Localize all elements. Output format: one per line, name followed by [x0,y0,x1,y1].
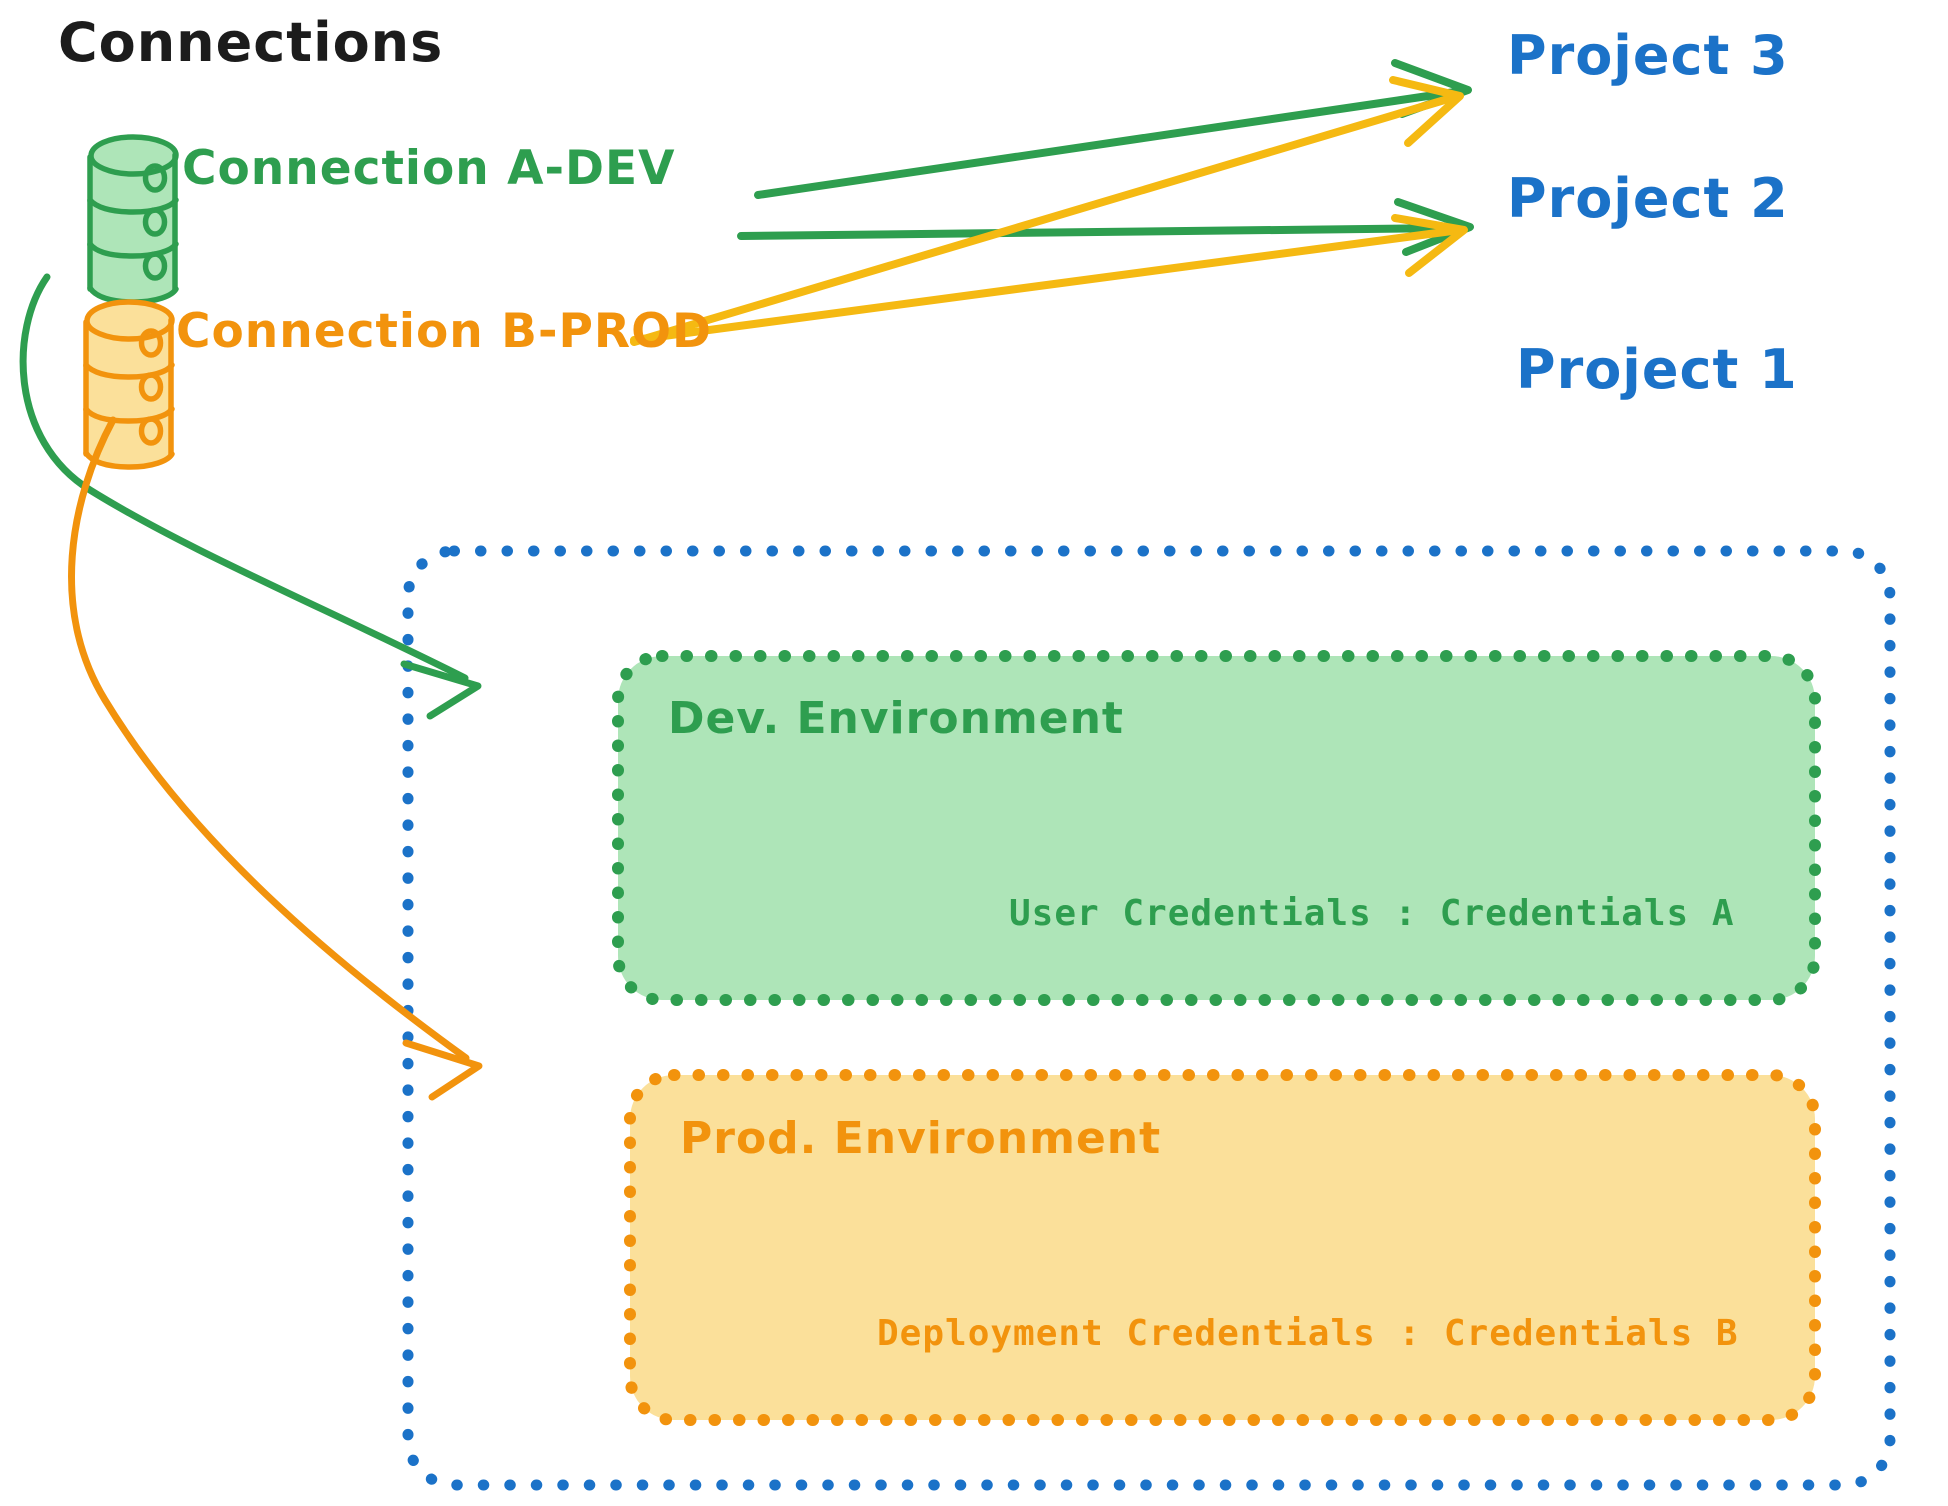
edge-conn-a-to-project-2 [737,198,1474,256]
dev-environment-title: Dev. Environment [668,693,1124,744]
edge-conn-b-to-project-2 [630,214,1468,344]
dev-environment-credentials: User Credentials : Credentials A [1009,893,1735,934]
page-title: Connections [58,11,444,74]
edge-conn-a-to-project-3 [754,59,1472,199]
connection-a-dev-label[interactable]: Connection A-DEV [182,141,676,196]
project-1-label[interactable]: Project 1 [1516,338,1798,401]
connection-b-prod-label[interactable]: Connection B-PROD [176,304,713,359]
project-3-label[interactable]: Project 3 [1507,24,1789,87]
database-icon-connection-a-dev [87,134,179,305]
project-1-boundary [402,545,1896,1491]
prod-environment-box [624,1069,1821,1426]
prod-environment-title: Prod. Environment [680,1113,1162,1164]
edge-conn-b-to-prod-environment [68,416,483,1101]
project-2-label[interactable]: Project 2 [1507,167,1789,230]
prod-environment-credentials: Deployment Credentials : Credentials B [877,1313,1739,1354]
edge-conn-a-to-dev-environment [19,273,482,720]
edge-conn-b-to-project-3 [630,76,1464,346]
dev-environment-box [612,650,1821,1006]
